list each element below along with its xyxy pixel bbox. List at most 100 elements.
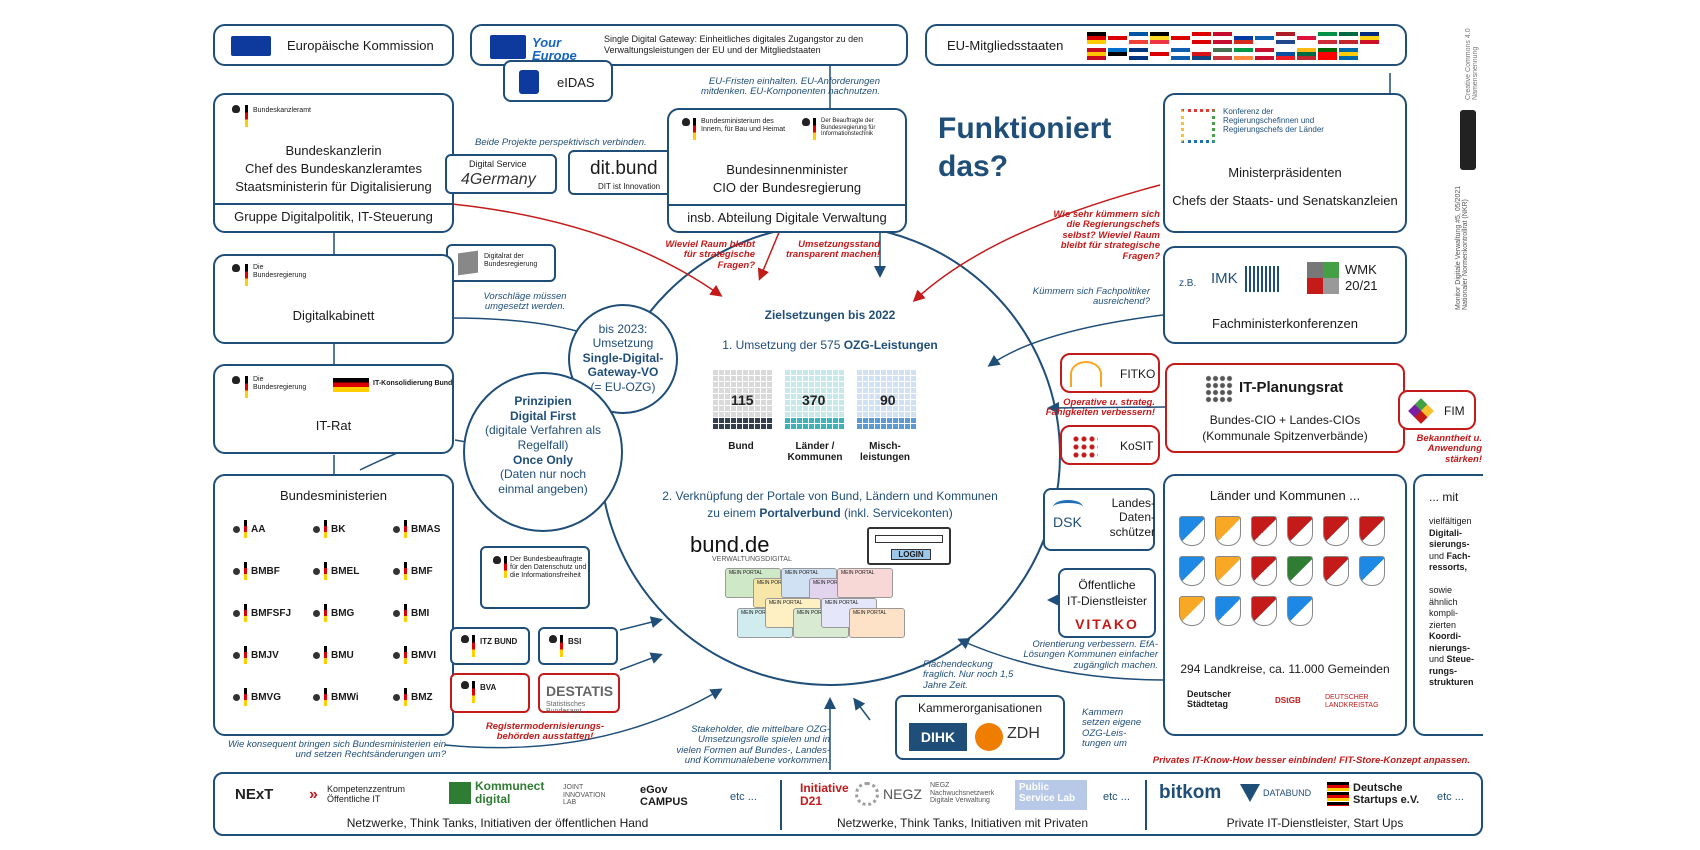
itpr-line1: Bundes-CIO + Landes-CIOs	[1209, 413, 1361, 427]
grid-cell	[887, 412, 892, 417]
note-fitko: Operative u. strateg. Fähigkeiten verbes…	[1045, 397, 1155, 419]
grid-cell	[863, 376, 868, 381]
itpr-title: IT-Planungsrat	[1239, 379, 1344, 396]
grid-cell	[899, 406, 904, 411]
dsk-box: DSK Landes-Daten-schützer	[1043, 488, 1155, 551]
eu-flag-icon	[1192, 48, 1211, 60]
block-label-laender: Länder / Kommunen	[787, 441, 843, 463]
eu-flag-icon	[1339, 32, 1358, 44]
eu-flag-icon	[1129, 32, 1148, 44]
eu-flag-icon	[1297, 48, 1316, 60]
mit-text2: und	[1429, 550, 1445, 561]
grid-cell	[839, 382, 844, 387]
flag-stripe	[245, 105, 248, 127]
ministry-item: BMU	[313, 646, 354, 664]
grid-cell	[875, 418, 880, 423]
grid-cell	[791, 418, 796, 423]
it-konsolidierung-icon	[333, 378, 369, 392]
grid-cell	[899, 388, 904, 393]
dsk-label: Landes-Daten-schützer	[1109, 496, 1155, 539]
eu-flag-icon	[1234, 32, 1253, 44]
login-button: LOGIN	[891, 549, 931, 560]
fachministerkonferenzen-box: z.B. IMK WMK 20/21 Fachministerkonferenz…	[1163, 246, 1407, 344]
login-field	[875, 535, 943, 543]
grid-cell	[887, 406, 892, 411]
coat-of-arms-icon	[1287, 556, 1313, 586]
flag-stripe	[404, 562, 407, 580]
grid-cell	[749, 388, 754, 393]
grid-cell	[785, 370, 790, 375]
ditbund-sub: DIT ist Innovation	[598, 182, 661, 191]
ministry-label: BK	[331, 523, 346, 535]
grid-cell	[905, 394, 910, 399]
grid-cell	[749, 412, 754, 417]
grid-cell	[737, 418, 742, 423]
grid-cell	[803, 418, 808, 423]
grid-cell	[821, 424, 826, 429]
grid-cell	[797, 388, 802, 393]
digitalkabinett-label: Digitalkabinett	[292, 308, 375, 323]
eidas-label: eIDAS	[557, 75, 595, 90]
divider	[669, 204, 905, 206]
grid-cell	[911, 418, 916, 423]
eagle-icon	[546, 635, 560, 657]
grid-cell	[875, 424, 880, 429]
grid-cell	[875, 388, 880, 393]
grid-cell	[815, 406, 820, 411]
databund-logo: DATABUND	[1263, 788, 1312, 798]
grid-cell	[725, 406, 730, 411]
grid-cell	[887, 382, 892, 387]
eu-flag-icon	[1171, 48, 1190, 60]
grid-cell	[761, 376, 766, 381]
grid-cell	[725, 370, 730, 375]
etc-2: etc ...	[1103, 791, 1130, 803]
grid-cell	[893, 370, 898, 375]
eu-flag-icon	[1087, 48, 1106, 60]
ministry-item: BMBF	[233, 562, 280, 580]
grid-cell	[767, 418, 772, 423]
vline	[1145, 780, 1147, 830]
grid-cell	[839, 418, 844, 423]
grid-cell	[857, 376, 862, 381]
eu-commission-box: Europäische Kommission	[213, 24, 454, 66]
grid-cell	[881, 382, 886, 387]
bundesministerien-title: Bundesministerien	[280, 488, 387, 503]
digital-service-box: Digital Service 4Germany	[445, 154, 557, 194]
grid-cell	[755, 406, 760, 411]
grid-cell	[911, 406, 916, 411]
coat-of-arms-icon	[1179, 596, 1205, 626]
public-service-lab-logo: Public Service Lab	[1015, 780, 1087, 810]
eu-flag-icon	[1360, 32, 1379, 44]
staedtetag-logo: Deutscher Städtetag	[1187, 689, 1232, 709]
eu-flag-icon	[1276, 32, 1295, 44]
flag-stripe	[244, 646, 247, 664]
grid-cell	[803, 388, 808, 393]
digitalrat-label: Digitalrat der Bundesregierung	[484, 253, 538, 269]
destatis-box: DESTATIS Statistisches Bundesamt	[538, 673, 620, 715]
coat-of-arms-icon	[1251, 556, 1277, 586]
grid-cell	[731, 412, 736, 417]
ministry-label: BMJV	[251, 649, 279, 661]
page-title: Funktioniert das?	[938, 112, 1112, 183]
bsi-box: BSI	[538, 627, 618, 665]
eu-flag-icon	[1318, 32, 1337, 44]
goal-2-line2: zu einem Portalverbund (inkl. Servicekon…	[640, 506, 1020, 520]
flag-stripe	[324, 562, 327, 580]
grid-cell	[749, 400, 754, 405]
lock-icon	[519, 70, 539, 94]
bk-footer: Gruppe Digitalpolitik, IT-Steuerung	[234, 209, 433, 224]
grid-cell	[863, 424, 868, 429]
grid-cell	[767, 400, 772, 405]
imk-bars-icon	[1245, 266, 1281, 292]
flag-stripe	[244, 562, 247, 580]
coat-of-arms-icon	[1359, 556, 1385, 586]
note-umsetzung: Umsetzungsstand transparent machen!	[786, 239, 880, 261]
grid-cell	[857, 424, 862, 429]
grid-cell	[881, 424, 886, 429]
ds-logo: 4Germany	[461, 171, 536, 188]
grid-cell	[719, 370, 724, 375]
grid-cell	[713, 376, 718, 381]
grid-cell	[809, 394, 814, 399]
grid-cell	[725, 388, 730, 393]
grid-cell	[857, 370, 862, 375]
